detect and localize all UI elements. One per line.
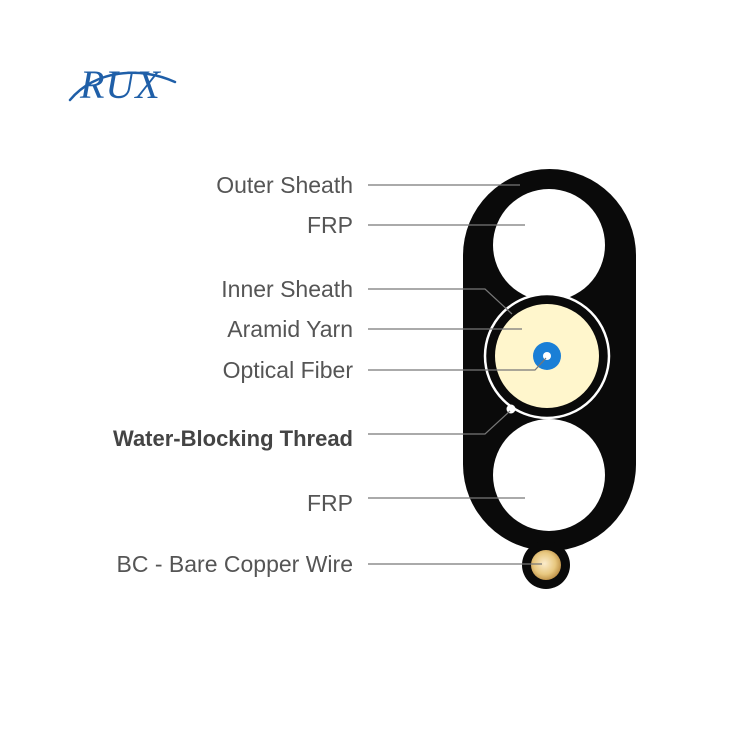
logo-swoosh bbox=[68, 71, 177, 102]
rux-logo: RUX bbox=[68, 62, 177, 107]
optical-fiber-core bbox=[543, 352, 551, 360]
frp-bottom-shape bbox=[493, 419, 605, 531]
label-frp-bottom: FRP bbox=[307, 490, 353, 516]
copper-wire-core bbox=[531, 550, 561, 580]
cable-body bbox=[463, 169, 636, 589]
water-blocking-thread-shape bbox=[506, 404, 516, 414]
leader-lines bbox=[368, 184, 547, 565]
leader-water-blocking-thread bbox=[368, 410, 511, 435]
leader-optical-fiber bbox=[368, 357, 547, 371]
logo-text: RUX bbox=[79, 62, 161, 107]
label-water-blocking-thread: Water-Blocking Thread bbox=[113, 426, 353, 451]
leader-inner-sheath bbox=[368, 288, 513, 315]
label-bare-copper-wire: BC - Bare Copper Wire bbox=[117, 551, 353, 577]
label-inner-sheath: Inner Sheath bbox=[221, 276, 353, 302]
component-labels: Outer Sheath FRP Inner Sheath Aramid Yar… bbox=[113, 172, 353, 577]
label-optical-fiber: Optical Fiber bbox=[223, 357, 354, 383]
label-aramid-yarn: Aramid Yarn bbox=[227, 316, 353, 342]
label-frp-top: FRP bbox=[307, 212, 353, 238]
label-outer-sheath: Outer Sheath bbox=[216, 172, 353, 198]
frp-top-shape bbox=[493, 189, 605, 301]
